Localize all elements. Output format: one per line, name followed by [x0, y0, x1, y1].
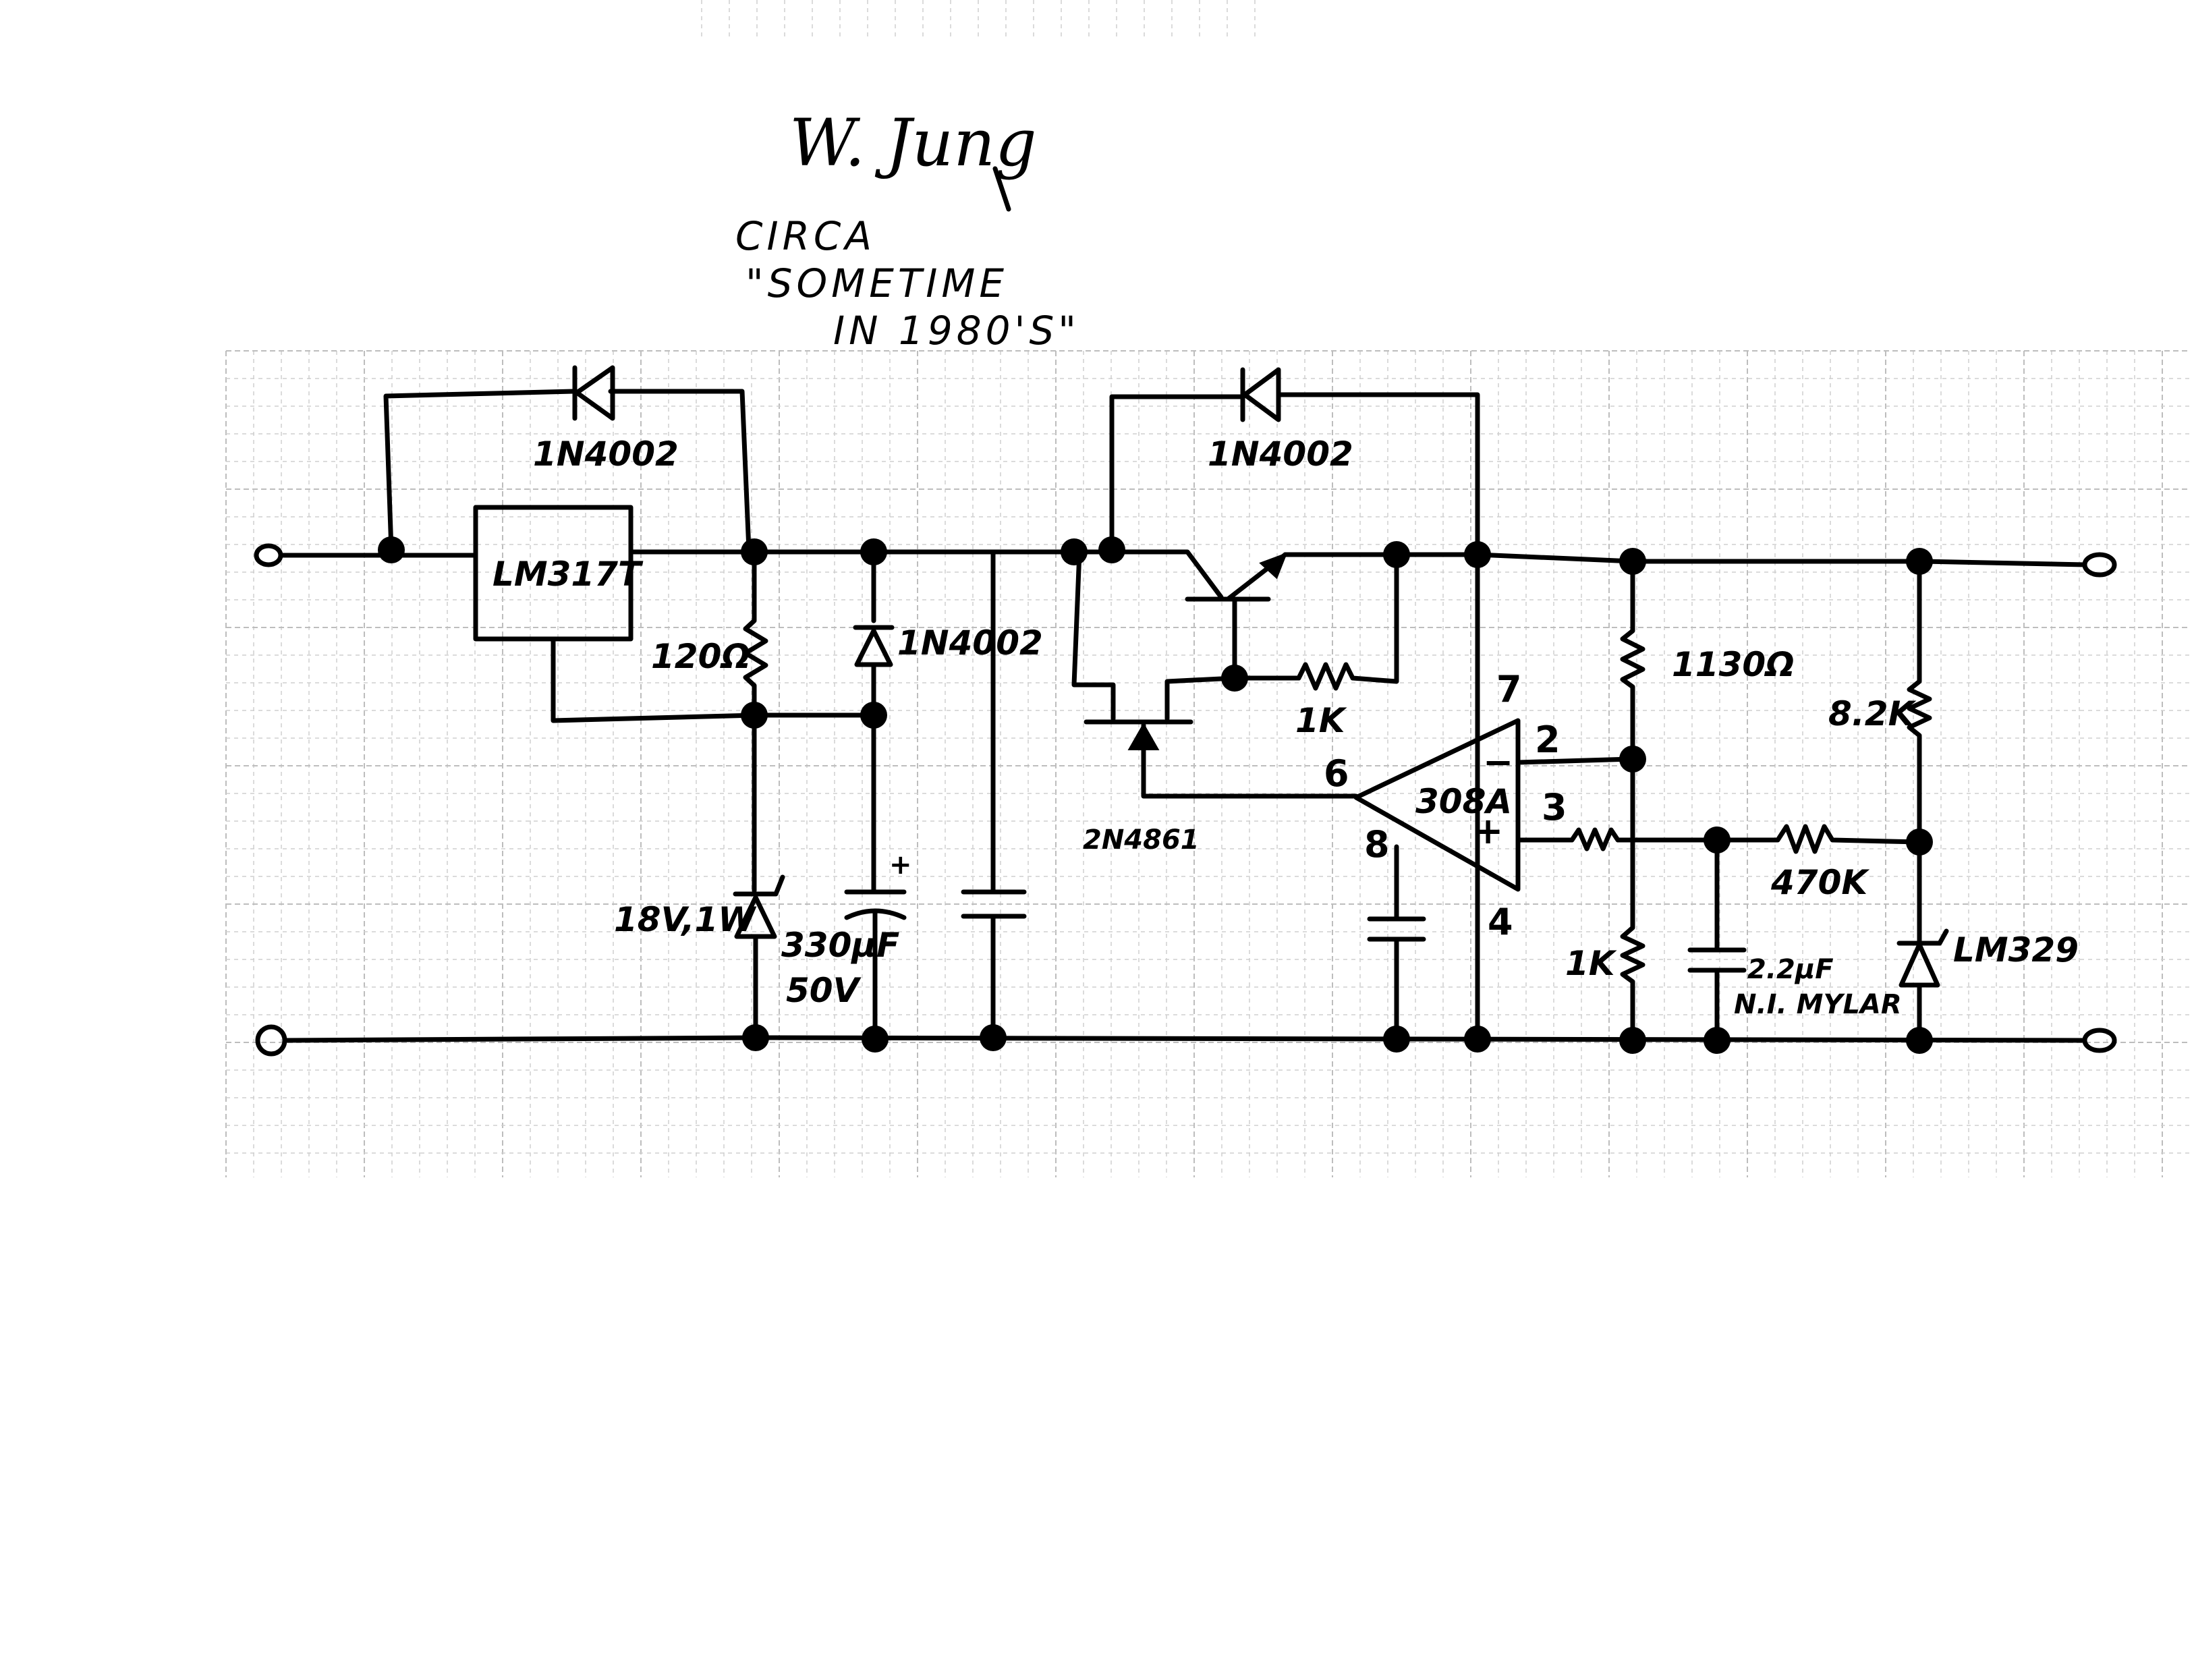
resistor-470k-label: 470K — [1770, 863, 1869, 902]
junction-dot — [1906, 829, 1933, 856]
junction-dot — [860, 538, 887, 565]
junction-dot — [1464, 541, 1491, 568]
capacitor-compensation — [1367, 844, 1426, 1040]
junction-dot — [1704, 827, 1731, 853]
junction-dot — [1906, 1027, 1933, 1054]
junction-dot — [741, 702, 768, 729]
resistor-470k: 470K — [1714, 824, 1922, 902]
junction-dot — [862, 1026, 889, 1053]
opamp-pin6: 6 — [1324, 752, 1349, 795]
junction-dot — [378, 536, 405, 563]
jfet-2n4861: 2N4861 — [1071, 549, 1359, 856]
author-signature: W. Jung — [789, 105, 1037, 181]
capacitor-2-2uf: 2.2μF N.I. MYLAR — [1687, 837, 1902, 1043]
junction-dot — [1619, 746, 1646, 773]
opamp-pin4: 4 — [1488, 901, 1513, 943]
reference-lm329-label: LM329 — [1953, 930, 2079, 970]
junction-dots — [378, 536, 1933, 1054]
capacitor-330-polarity: + — [889, 849, 912, 880]
resistor-1k-bottom-label: 1K — [1565, 944, 1617, 983]
resistor-1k-bottom: 1K — [1565, 756, 1646, 1043]
top-rail-emitter — [1283, 552, 2087, 567]
resistor-1k-gate: 1K — [1232, 549, 1399, 740]
junction-dot — [1906, 548, 1933, 575]
note-line-1: CIRCA — [735, 213, 876, 259]
junction-dot — [742, 1024, 769, 1051]
capacitor-2-2-value: 2.2μF — [1747, 954, 1834, 985]
resistor-1130-label: 1130Ω — [1672, 645, 1795, 684]
jfet-label: 2N4861 — [1083, 824, 1200, 856]
junction-dot — [1383, 1026, 1410, 1053]
diode-top-left-label: 1N4002 — [533, 435, 679, 474]
output-terminal-negative — [2082, 1028, 2117, 1053]
signature-tail — [992, 166, 1011, 212]
junction-dot — [741, 538, 768, 565]
opamp-label: 308A — [1415, 782, 1512, 821]
opamp-308a: 308A − + 7 2 6 3 8 4 — [1324, 552, 1720, 1040]
junction-dot — [1098, 536, 1125, 563]
capacitor-330uf: + 330μF 50V — [781, 712, 912, 1040]
junction-dot — [980, 1024, 1007, 1051]
resistor-120-label: 120Ω — [651, 637, 750, 676]
opamp-pin3: 3 — [1542, 786, 1567, 829]
resistor-120-ohm: 120Ω — [651, 549, 768, 718]
note-line-2: "SOMETIME — [746, 260, 1008, 306]
junction-dot — [1221, 665, 1248, 692]
junction-dot — [1619, 548, 1646, 575]
opamp-inv-sign: − — [1483, 741, 1513, 783]
diode-mid-label: 1N4002 — [897, 623, 1043, 663]
capacitor-330-value: 330μF — [781, 926, 899, 965]
junction-dot — [1704, 1027, 1731, 1054]
opamp-pin2: 2 — [1535, 719, 1560, 761]
lm317t-regulator: LM317T — [473, 505, 873, 723]
diode-1n4002-top-left: 1N4002 — [383, 365, 752, 553]
ground-rail — [282, 1035, 2087, 1043]
resistor-8-2k: 8.2K — [1828, 559, 1932, 845]
diode-1n4002-top-right: 1N4002 — [1109, 367, 1480, 553]
diode-top-right-label: 1N4002 — [1208, 435, 1353, 474]
junction-dot — [860, 702, 887, 729]
diode-1n4002-mid: 1N4002 — [853, 549, 1043, 718]
input-terminal-negative — [255, 1024, 287, 1057]
opamp-pin7: 7 — [1496, 668, 1522, 710]
capacitor-bypass — [961, 549, 1027, 1040]
capacitor-330-voltage: 50V — [786, 971, 862, 1010]
junction-dot — [1061, 538, 1088, 565]
zener-18v: 18V,1W — [614, 712, 785, 1040]
resistor-8-2k-label: 8.2K — [1828, 694, 1917, 733]
resistor-gate-label: 1K — [1295, 701, 1347, 740]
capacitor-2-2-type: N.I. MYLAR — [1734, 989, 1902, 1020]
junction-dot — [1464, 1026, 1491, 1053]
zener-18v-label: 18V,1W — [614, 900, 757, 939]
opamp-pin8: 8 — [1364, 823, 1390, 866]
junction-dot — [1619, 1027, 1646, 1054]
lm317t-label: LM317T — [493, 555, 644, 594]
reference-lm329: LM329 — [1896, 839, 2079, 1043]
junction-dot — [1383, 541, 1410, 568]
pass-transistor — [1077, 549, 1288, 681]
note-line-3: IN 1980'S" — [833, 308, 1080, 354]
resistor-1130-ohm: 1130Ω — [1620, 559, 1795, 762]
input-terminal-positive — [254, 543, 283, 567]
